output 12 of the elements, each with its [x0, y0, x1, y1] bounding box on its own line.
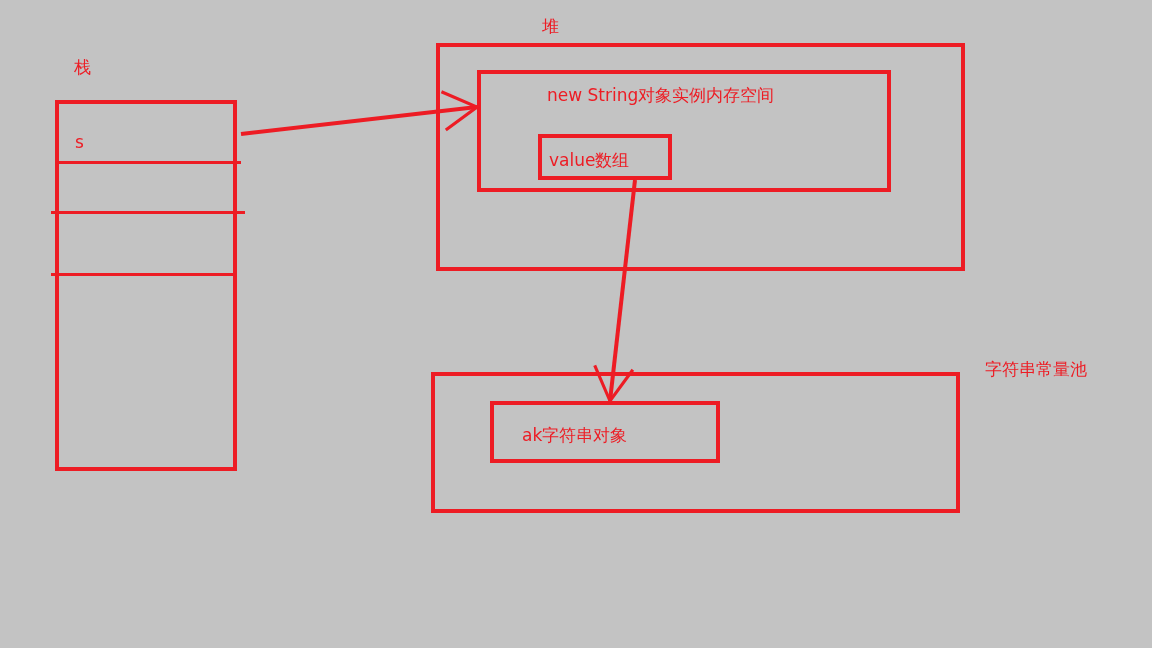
- object-label: new String对象实例内存空间: [547, 85, 775, 105]
- pool-label: 字符串常量池: [985, 359, 1087, 379]
- array-label: value数组: [549, 150, 630, 170]
- arrow: [240, 90, 479, 136]
- variable-label: s: [75, 132, 84, 152]
- string-object-box: [490, 401, 720, 463]
- stack-label: 栈: [74, 57, 91, 77]
- heap-label: 堆: [542, 16, 559, 36]
- string-object-label: ak字符串对象: [522, 425, 628, 445]
- object-box: [477, 70, 891, 192]
- arrow: [593, 179, 637, 403]
- array-box: [538, 134, 672, 180]
